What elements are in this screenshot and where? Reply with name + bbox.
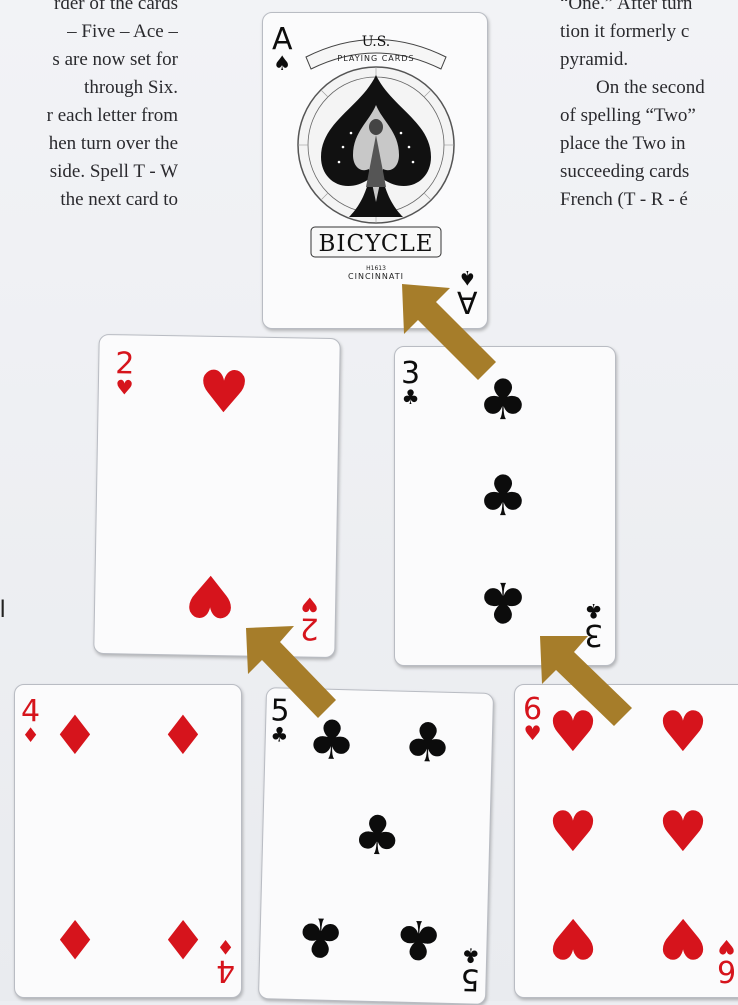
top-banner-text: U.S. xyxy=(362,34,391,50)
card-index-bottom: 5 ♣ xyxy=(460,945,480,993)
text-line: “One.” After turn xyxy=(560,0,738,18)
club-pip-icon: ♣ xyxy=(290,903,352,965)
card-rank: 4 xyxy=(216,955,235,985)
club-pip-icon: ♣ xyxy=(473,469,533,529)
text-line: through Six. xyxy=(0,74,178,102)
brand-text: BICYCLE xyxy=(318,231,433,257)
text-line: pyramid. xyxy=(560,46,738,74)
card-rank: 6 xyxy=(717,955,736,985)
text-line: hen turn over the xyxy=(0,130,178,158)
card-index-bottom: 4 ♦ xyxy=(216,937,235,985)
card-suit: ♣ xyxy=(401,387,420,407)
text-line: rder of the cards xyxy=(0,0,178,18)
text-line: the next card to xyxy=(0,186,178,214)
diamond-pip-icon: ♦ xyxy=(45,709,105,769)
text-fragment: l xyxy=(0,596,5,624)
code-text: H1613 xyxy=(366,265,386,272)
card-index-top: A ♠ xyxy=(272,25,293,73)
right-text-column: “One.” After turn tion it formerly c pyr… xyxy=(560,0,738,214)
card-suit: ♥ xyxy=(115,377,134,397)
card-suit: ♦ xyxy=(21,725,40,745)
card-suit: ♠ xyxy=(272,53,293,73)
club-pip-icon: ♣ xyxy=(473,569,533,629)
heart-pip-icon: ♥ xyxy=(180,564,241,625)
diamond-pip-icon: ♦ xyxy=(153,709,213,769)
heart-pip-icon: ♥ xyxy=(653,905,713,965)
card-suit: ♣ xyxy=(584,601,603,621)
four-of-diamonds-card: 4 ♦ 4 ♦ ♦ ♦ ♦ ♦ xyxy=(14,684,242,998)
card-suit: ♣ xyxy=(270,724,290,744)
heart-pip-icon: ♥ xyxy=(193,363,254,424)
text-line: place the Two in xyxy=(560,130,738,158)
club-pip-icon: ♣ xyxy=(388,905,450,967)
five-of-clubs-card: 5 ♣ 5 ♣ ♣ ♣ ♣ ♣ ♣ xyxy=(258,687,494,1005)
card-index-bottom: 6 ♥ xyxy=(717,937,736,985)
club-pip-icon: ♣ xyxy=(346,808,408,870)
three-of-clubs-card: 3 ♣ 3 ♣ ♣ ♣ ♣ xyxy=(394,346,616,666)
heart-pip-icon: ♥ xyxy=(543,905,603,965)
left-text-column: rder of the cards – Five – Ace – s are n… xyxy=(0,0,178,214)
card-suit: ♣ xyxy=(461,945,481,965)
text-line: On the second xyxy=(560,74,738,102)
card-suit: ♥ xyxy=(300,594,319,614)
diamond-pip-icon: ♦ xyxy=(45,905,105,965)
club-pip-icon: ♣ xyxy=(397,716,459,778)
heart-pip-icon: ♥ xyxy=(653,805,713,865)
heart-pip-icon: ♥ xyxy=(543,805,603,865)
arrow-icon xyxy=(536,628,640,732)
card-index-top: 2 ♥ xyxy=(115,349,135,397)
text-line: French (T - R - é xyxy=(560,186,738,214)
card-rank: 5 xyxy=(460,963,480,993)
text-line: tion it formerly c xyxy=(560,18,738,46)
text-line: of spelling “Two” xyxy=(560,102,738,130)
arrow-icon xyxy=(240,616,344,724)
heart-pip-icon: ♥ xyxy=(653,705,713,765)
banner-text: PLAYING CARDS xyxy=(337,54,414,63)
text-line: side. Spell T - W xyxy=(0,158,178,186)
diamond-pip-icon: ♦ xyxy=(153,905,213,965)
two-of-hearts-card: 2 ♥ 2 ♥ ♥ ♥ xyxy=(93,334,341,658)
text-line: succeeding cards xyxy=(560,158,738,186)
card-index-top: 4 ♦ xyxy=(21,697,40,745)
text-line: r each letter from xyxy=(0,102,178,130)
ace-emblem-icon: U.S. PLAYING CARDS BICYCLE H1613 CINCINN… xyxy=(291,27,461,282)
arrow-icon xyxy=(394,276,506,388)
card-suit: ♦ xyxy=(216,937,235,957)
text-line: – Five – Ace – xyxy=(0,18,178,46)
card-suit: ♥ xyxy=(717,937,736,957)
text-line: s are now set for xyxy=(0,46,178,74)
